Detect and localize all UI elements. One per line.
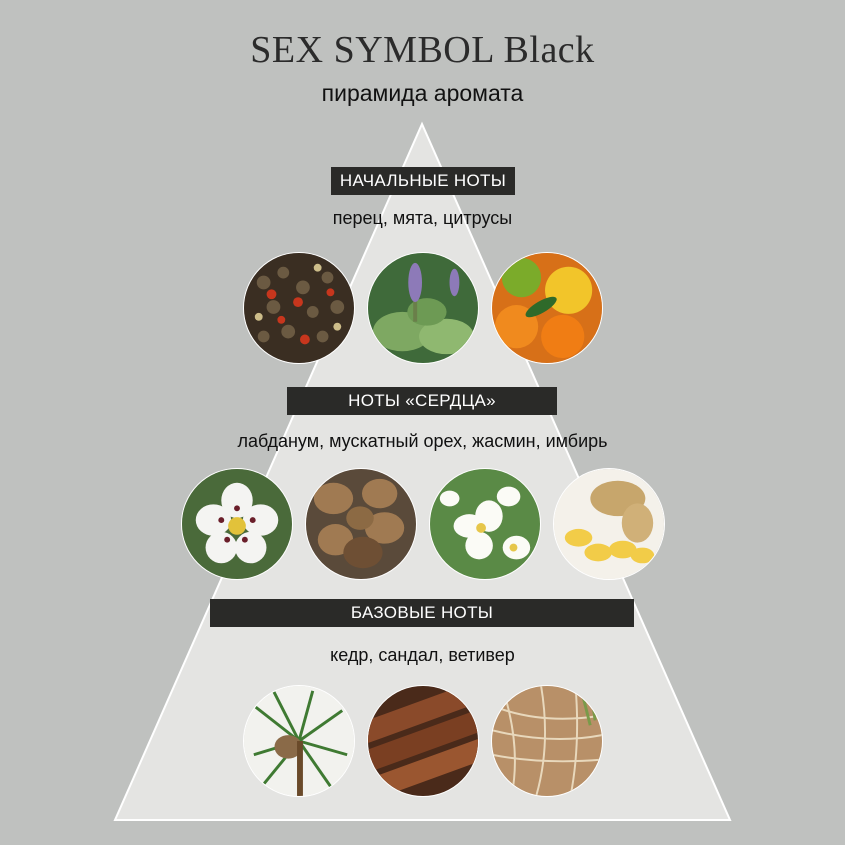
vetiver-photo [491, 685, 603, 797]
base-notes-list: кедр, сандал, ветивер [330, 645, 515, 665]
product-title: SEX SYMBOL Black [250, 29, 595, 71]
page-subtitle: пирамида аромата [321, 80, 524, 106]
ginger-photo [553, 468, 665, 580]
base-notes-band: БАЗОВЫЕ НОТЫ [210, 599, 634, 627]
mint-photo [367, 252, 479, 364]
labdanum-flower-photo [181, 468, 293, 580]
cedar-photo [243, 685, 355, 797]
sandalwood-photo [367, 685, 479, 797]
top-notes-list: перец, мята, цитрусы [332, 208, 513, 228]
top-notes-band: НАЧАЛЬНЫЕ НОТЫ [331, 167, 515, 195]
heart-notes-band: НОТЫ «СЕРДЦА» [287, 387, 557, 415]
pepper-photo [243, 252, 355, 364]
nutmeg-photo [305, 468, 417, 580]
heart-notes-list: лабданум, мускатный орех, жасмин, имбирь [237, 431, 608, 451]
jasmine-photo [429, 468, 541, 580]
citrus-photo [491, 252, 603, 364]
